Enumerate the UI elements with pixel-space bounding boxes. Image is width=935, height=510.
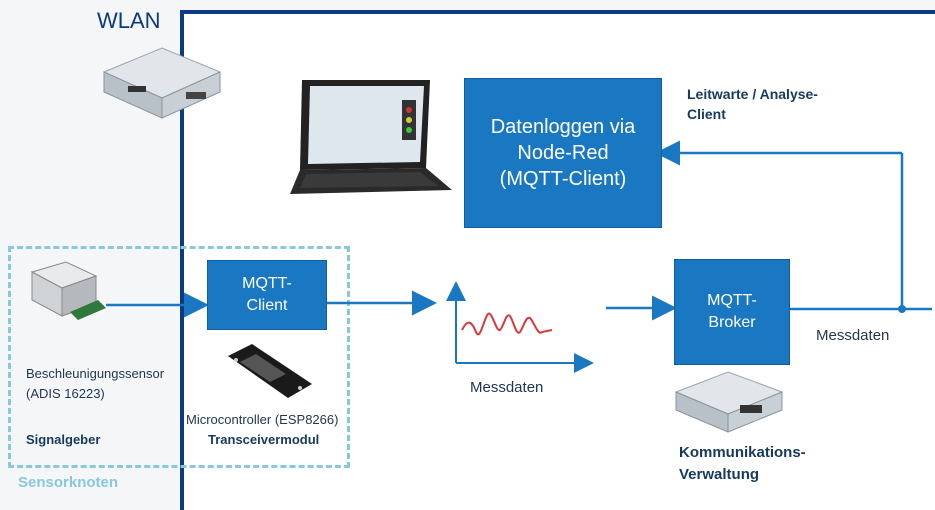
microcontroller-label: Microcontroller (ESP8266) — [186, 412, 339, 427]
signal-chart-icon — [446, 281, 594, 373]
leitwarte-label: Leitwarte / Analyse- Client — [687, 86, 818, 122]
sensor-node-label: Sensorknoten — [18, 474, 119, 491]
kommunikation-label: Kommunikations- Verwaltung — [679, 444, 806, 483]
accelerometer-sensor-icon — [30, 261, 106, 320]
sensor-name-label: Beschleunigungssensor (ADIS 16223) — [26, 366, 165, 401]
raspberry-pi-case-icon-broker — [674, 371, 784, 433]
esp8266-board-icon — [228, 344, 312, 398]
signalgeber-label: Signalgeber — [26, 432, 101, 447]
junction-dot — [898, 305, 906, 313]
messdaten-chart-label: Messdaten — [470, 379, 544, 396]
laptop-icon — [290, 80, 452, 194]
sensor-node-region — [8, 246, 350, 468]
datenloggen-box: Datenloggen via Node-Red (MQTT-Client) — [464, 78, 662, 228]
mqtt-client-box: MQTT- Client — [207, 260, 327, 330]
raspberry-pi-case-icon — [102, 47, 222, 119]
messdaten-right-label: Messdaten — [816, 327, 890, 344]
mqtt-broker-box: MQTT- Broker — [674, 259, 790, 365]
wlan-title: WLAN — [97, 8, 161, 33]
transceiver-label: Transceivermodul — [208, 432, 320, 447]
